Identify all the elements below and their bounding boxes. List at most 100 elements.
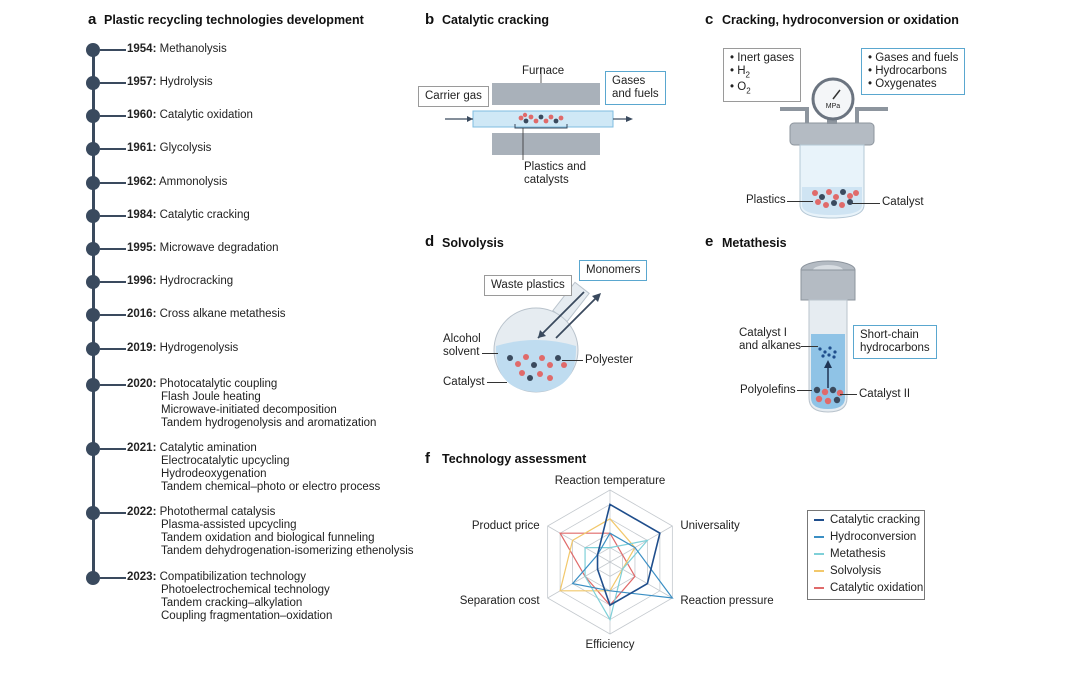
polyolefins-label: Polyolefins (740, 384, 796, 396)
radar-axis-label: Reaction temperature (555, 475, 666, 487)
timeline-year: 1957: (127, 76, 157, 88)
gauge-unit: MPa (826, 103, 841, 110)
output-2: • Hydrocarbons (868, 65, 947, 77)
polyolefin-pellets (813, 386, 844, 405)
timeline-item: Plasma-assisted upcycling (161, 519, 297, 531)
timeline-item: Catalytic amination (159, 442, 257, 454)
legend-swatch (814, 552, 824, 555)
legend-swatch (814, 569, 824, 572)
timeline-text: 1961: Glycolysis (127, 142, 211, 155)
polyester-leader (562, 360, 583, 361)
flask-pellets (507, 354, 567, 381)
panel-c-title: Cracking, hydroconversion or oxidation (722, 13, 959, 27)
panel-a-title: Plastic recycling technologies developme… (104, 13, 364, 27)
timeline-tick (100, 577, 126, 579)
timeline-item: Coupling fragmentation–oxidation (161, 610, 333, 622)
timeline-dot (86, 275, 100, 289)
legend-swatch (814, 518, 824, 521)
short-chain-line1: Short-chain (860, 329, 919, 341)
vessel-lid (789, 122, 875, 146)
timeline-year: 2016: (127, 308, 157, 320)
timeline-text: 2016: Cross alkane metathesis (127, 308, 286, 321)
timeline-tick (100, 281, 126, 283)
furnace-label: Furnace (522, 65, 565, 77)
timeline-year: 2020: (127, 378, 157, 390)
radar-axis-label: Universality (680, 520, 740, 532)
output-3: • Oxygenates (868, 78, 937, 90)
timeline-tick (100, 314, 126, 316)
timeline-text: 2019: Hydrogenolysis (127, 342, 238, 355)
timeline-tick (100, 512, 126, 514)
timeline-item: Hydrocracking (159, 275, 234, 287)
alcohol-solvent-line2: solvent (443, 346, 480, 358)
input-gas-2: • H2 (730, 65, 750, 80)
timeline-tick (100, 248, 126, 250)
panel-f-letter: f (425, 450, 430, 467)
timeline-item: Compatibilization technology (159, 571, 307, 583)
timeline-year: 2023: (127, 571, 157, 583)
vessel-pellets (812, 189, 859, 208)
radar-axis-label: Reaction pressure (680, 595, 773, 607)
legend-item-solvolysis: Solvolysis (814, 565, 881, 577)
panel-f-title: Technology assessment (442, 452, 587, 466)
pressure-gauge-icon: MPa (811, 77, 855, 121)
timeline-text: 1960: Catalytic oxidation (127, 109, 253, 122)
metathesis-tube-diagram (800, 260, 856, 413)
catalyst-i-line2: and alkanes (739, 340, 802, 352)
timeline-item: Tandem oxidation and biological funnelin… (161, 532, 375, 544)
technology-radar-chart: Reaction temperatureUniversalityReaction… (460, 475, 774, 651)
timeline-dot (86, 142, 100, 156)
timeline-tick (100, 148, 126, 150)
timeline-dot (86, 571, 100, 585)
catalyst-i-label: Catalyst I and alkanes (739, 327, 801, 353)
timeline-dot (86, 308, 100, 322)
plastic-pellets (518, 112, 564, 124)
timeline-year: 1954: (127, 43, 157, 55)
timeline-year: 2022: (127, 506, 157, 518)
panel-b-letter: b (425, 11, 435, 28)
gases-fuels-line2: and fuels (612, 88, 659, 100)
input-gases-box: • Inert gases • H2 • O2 (723, 48, 802, 102)
panel-e-title: Metathesis (722, 236, 787, 250)
timeline-tick (100, 115, 126, 117)
catalytic-cracking-diagram (445, 67, 633, 160)
panel-d-letter: d (425, 233, 435, 250)
timeline-tick (100, 215, 126, 217)
short-chain-line2: hydrocarbons (860, 342, 930, 354)
alcohol-solvent-label: Alcohol solvent (443, 333, 481, 359)
timeline-year: 1962: (127, 176, 157, 188)
catalyst-label-c: Catalyst (882, 196, 924, 208)
timeline-year: 1961: (127, 142, 157, 154)
plastics-catalysts-label: Plastics and catalysts (524, 161, 586, 187)
furnace-top (492, 83, 600, 105)
catalyst-i-line1: Catalyst I (739, 327, 787, 339)
furnace-bottom (492, 133, 600, 155)
catalyst-ii-label: Catalyst II (859, 388, 911, 400)
panel-a-letter: a (88, 11, 97, 28)
catalyst-i-leader (801, 346, 818, 347)
radar-spoke (547, 525, 611, 563)
timeline-year: 2021: (127, 442, 157, 454)
carrier-gas-box: Carrier gas (418, 86, 489, 107)
catalyst-ii-leader (840, 394, 857, 395)
plastics-leader-c (787, 201, 813, 202)
radar-spoke (609, 561, 673, 599)
timeline-text: 1962: Ammonolysis (127, 176, 227, 189)
polyolefins-leader (797, 390, 812, 391)
legend-swatch (814, 586, 824, 589)
timeline-year: 1996: (127, 275, 157, 287)
timeline-item: Tandem dehydrogenation-isomerizing ethen… (161, 545, 414, 557)
timeline-item: Catalytic cracking (159, 209, 250, 221)
solvolysis-flask-diagram (493, 281, 601, 393)
timeline-year: 1984: (127, 209, 157, 221)
radar-series-metathesis (584, 539, 649, 622)
timeline-text: 1954: Methanolysis (127, 43, 227, 56)
timeline-item: Flash Joule heating (161, 391, 261, 403)
polyester-label: Polyester (585, 354, 633, 366)
input-gas-3: • O2 (730, 81, 751, 96)
plastics-catalysts-line2: catalysts (524, 174, 569, 186)
timeline-dot (86, 342, 100, 356)
